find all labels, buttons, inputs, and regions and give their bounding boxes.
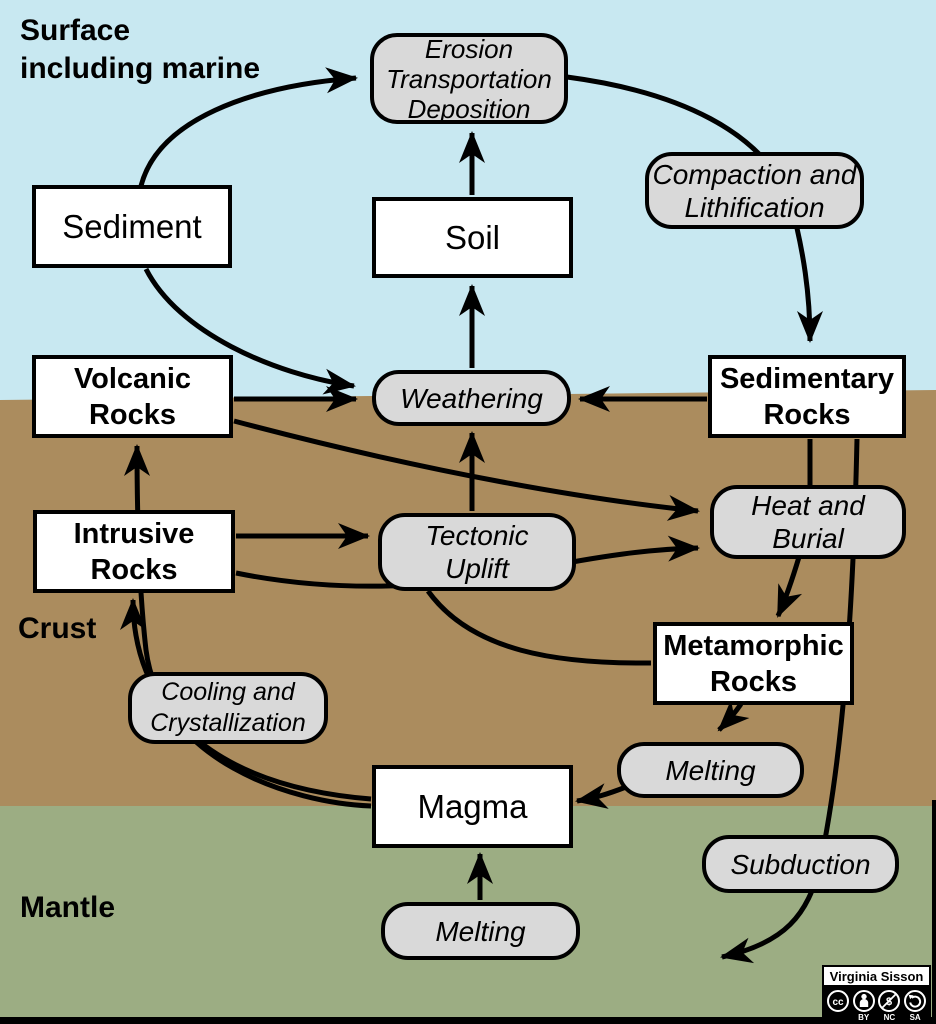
process-uplift-line2: Uplift — [445, 553, 509, 584]
arrow-sediment-to-erosion — [138, 67, 358, 187]
crust-zone-label: Crust — [18, 612, 97, 645]
bottom-border — [0, 1017, 936, 1024]
sa-icon — [904, 990, 927, 1012]
surface-zone-label: Surface including marine — [20, 12, 260, 88]
surface-zone-label-line2: including marine — [20, 52, 261, 85]
nc-icon-wrap: $ NC — [877, 989, 902, 1022]
attribution-icon — [852, 990, 875, 1012]
arrow-heat-burial-to-metamorphic — [775, 556, 803, 618]
svg-text:cc: cc — [832, 997, 844, 1008]
process-subduction: Subduction — [702, 835, 899, 893]
node-volcanic-line2: Rocks — [88, 398, 177, 431]
process-compaction-line1: Compaction and — [652, 158, 857, 190]
process-erosion-line3: Deposition — [407, 93, 531, 124]
node-metamorphic-line1: Metamorphic — [663, 629, 844, 662]
cc-icon-wrap: cc — [825, 989, 850, 1013]
process-erosion-transportation-deposition: Erosion Transportation Deposition — [370, 33, 568, 124]
process-heat-burial: Heat and Burial — [710, 485, 906, 559]
node-intrusive-line2: Rocks — [90, 553, 178, 586]
surface-zone-label-line1: Surface — [20, 14, 131, 47]
nc-icon: $ — [878, 990, 901, 1012]
node-sediment: Sediment — [32, 185, 232, 268]
by-icon-wrap: BY — [851, 989, 876, 1022]
line-metamorphic-to-uplift — [425, 589, 652, 666]
process-tectonic-uplift: Tectonic Uplift — [378, 513, 576, 591]
process-uplift-line1: Tectonic — [425, 520, 529, 551]
process-cooling-crystallization: Cooling and Crystallization — [128, 672, 328, 744]
process-erosion-line2: Transportation — [386, 63, 552, 94]
node-volcanic-rocks: Volcanic Rocks — [32, 355, 233, 438]
arrow-melting-to-magma — [575, 783, 627, 809]
node-metamorphic-line2: Rocks — [709, 665, 798, 698]
node-magma: Magma — [372, 765, 573, 848]
cc-icon: cc — [826, 990, 849, 1012]
by-label: BY — [858, 1013, 870, 1022]
node-metamorphic-rocks: Metamorphic Rocks — [653, 622, 854, 705]
node-intrusive-rocks: Intrusive Rocks — [33, 510, 235, 593]
process-heat-burial-line2: Burial — [772, 523, 844, 554]
node-volcanic-line1: Volcanic — [73, 362, 192, 395]
nc-label: NC — [883, 1013, 896, 1022]
process-cooling-line2: Crystallization — [150, 709, 306, 737]
node-intrusive-line1: Intrusive — [73, 517, 195, 550]
process-melting-mantle: Melting — [381, 902, 580, 960]
node-sedimentary-line1: Sedimentary — [719, 362, 895, 395]
arrow-sediment-to-weathering — [143, 267, 356, 395]
right-border — [932, 800, 936, 1024]
process-heat-burial-line1: Heat and — [751, 490, 865, 521]
license-icons-bar: cc BY $ NC — [822, 985, 931, 1024]
arrow-metamorphic-to-melting — [717, 699, 750, 732]
arrow-layer — [120, 67, 860, 964]
attribution-author: Virginia Sisson — [822, 965, 931, 985]
node-sedimentary-rocks: Sedimentary Rocks — [708, 355, 906, 438]
node-soil: Soil — [372, 197, 573, 278]
arrow-sedimentary-to-subduction — [720, 438, 860, 964]
process-weathering: Weathering — [372, 370, 571, 426]
process-compaction-line2: Lithification — [684, 191, 825, 223]
process-compaction-lithification: Compaction and Lithification — [645, 152, 864, 229]
sa-label: SA — [909, 1013, 921, 1022]
attribution-badge: Virginia Sisson cc BY $ — [822, 965, 931, 1024]
sa-icon-wrap: SA — [903, 989, 928, 1022]
process-erosion-line1: Erosion — [424, 33, 514, 64]
node-sedimentary-line2: Rocks — [763, 398, 851, 431]
arrow-volcanic-to-heat-burial — [233, 418, 700, 521]
mantle-zone-label: Mantle — [20, 891, 116, 924]
process-cooling-line1: Cooling and — [161, 678, 295, 706]
process-melting-crust: Melting — [617, 742, 804, 798]
